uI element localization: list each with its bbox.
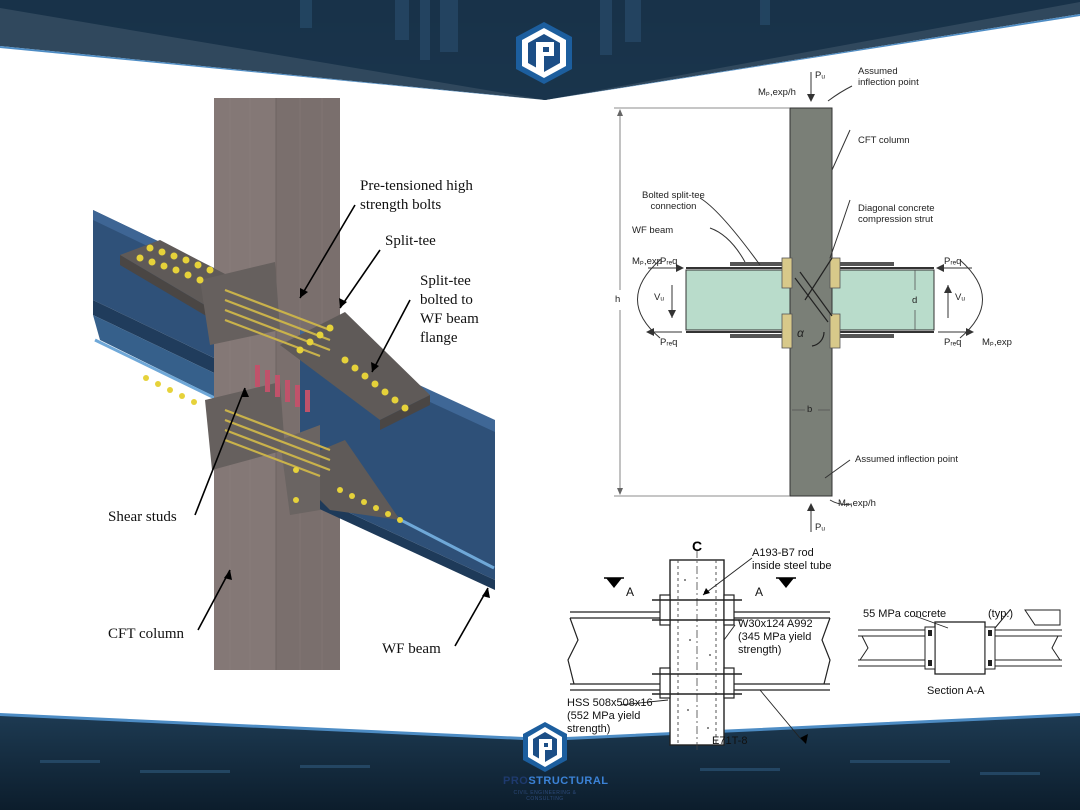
connection-3d-model bbox=[93, 98, 495, 670]
elev-label-b: b bbox=[807, 404, 813, 415]
elev-label-h: h bbox=[615, 294, 621, 305]
elev-label-mp-top: Mₚ,exp/h bbox=[758, 87, 796, 98]
right-wf-beam bbox=[300, 340, 495, 580]
detail-label-section-a-left: A bbox=[626, 585, 635, 599]
elev-label-inflection-top: Assumed inflection point bbox=[858, 66, 919, 88]
section-label-concrete: 55 MPa concrete bbox=[863, 608, 947, 620]
elev-label-vu-right: Vᵤ bbox=[955, 292, 965, 303]
section-label-typ: (typ.) bbox=[988, 608, 1014, 620]
detail-label-centerline: C bbox=[692, 538, 703, 554]
logo-hexagon-icon bbox=[523, 722, 567, 772]
elev-label-wf-beam: WF beam bbox=[632, 225, 674, 236]
elevation-beam-left bbox=[685, 269, 791, 331]
elev-label-mp-right: Mₚ,exp bbox=[982, 337, 1012, 348]
detail-label-weld: E71T-8 bbox=[712, 735, 748, 747]
connection-detail bbox=[567, 550, 831, 750]
label-shear-studs: Shear studs bbox=[108, 509, 177, 525]
logo-top bbox=[514, 20, 574, 86]
detail-label-beam: W30x124 A992 (345 MPa yield strength) bbox=[738, 618, 813, 656]
label-split-tee: Split-tee bbox=[385, 233, 436, 249]
elev-label-cft-column: CFT column bbox=[858, 135, 910, 146]
elev-label-pu-top: Pᵤ bbox=[815, 70, 825, 81]
section-label-title: Section A-A bbox=[927, 685, 985, 697]
label-split-tee-bolted: Split-tee bolted to WF beam flange bbox=[420, 273, 479, 346]
elev-label-inflection-bot: Assumed inflection point bbox=[855, 454, 958, 465]
elev-label-d: d bbox=[912, 295, 918, 306]
label-wf-beam: WF beam bbox=[382, 641, 441, 657]
elev-label-vu-left: Vᵤ bbox=[654, 292, 664, 303]
elevation-beam-right bbox=[831, 269, 935, 331]
elevation-column bbox=[789, 107, 833, 497]
detail-label-rod: A193-B7 rod inside steel tube bbox=[752, 547, 832, 572]
detail-label-hss: HSS 508x508x16 (552 MPa yield strength) bbox=[567, 697, 653, 735]
elev-label-split-tee: Bolted split-tee connection bbox=[642, 190, 705, 212]
elev-label-alpha: α bbox=[797, 326, 804, 340]
brand-tagline: CIVIL ENGINEERING & CONSULTING bbox=[513, 790, 577, 802]
elev-label-mp-bot: Mₚ,exp/h bbox=[838, 498, 876, 509]
elev-label-mp-left: Mₚ,exp bbox=[632, 256, 662, 267]
label-cft-column: CFT column bbox=[108, 626, 184, 642]
detail-label-section-a-right: A bbox=[755, 585, 764, 599]
logo-hexagon-icon bbox=[516, 22, 572, 84]
elev-label-preq-right-top: Pᵣₑq bbox=[944, 256, 962, 267]
elev-label-strut: Diagonal concrete compression strut bbox=[858, 203, 935, 225]
elev-label-preq-left-bot: Pᵣₑq bbox=[660, 337, 678, 348]
elev-label-preq-left-top: Pᵣₑq bbox=[660, 256, 678, 267]
logo-bottom: PROSTRUCTURAL CIVIL ENGINEERING & CONSUL… bbox=[503, 720, 609, 802]
elev-label-pu-bot: Pᵤ bbox=[815, 522, 825, 533]
section-a-a bbox=[858, 609, 1062, 675]
elev-label-preq-right-bot: Pᵣₑq bbox=[944, 337, 962, 348]
label-pretensioned-bolts: Pre-tensioned high strength bolts bbox=[360, 178, 473, 213]
brand-name: PROSTRUCTURAL bbox=[503, 775, 609, 787]
elevation-diagram bbox=[614, 72, 983, 532]
